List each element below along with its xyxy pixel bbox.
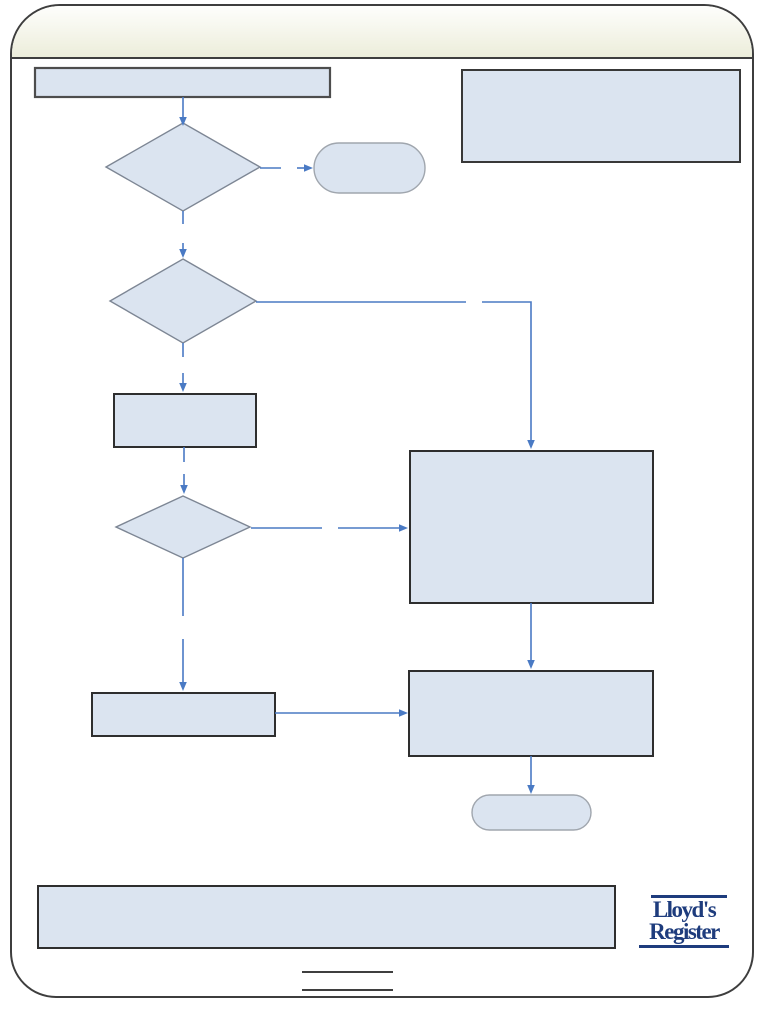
conn-process1-to-decision3-arrowhead (180, 485, 188, 494)
conn-start-to-decision1-arrowhead (179, 117, 187, 126)
decision-2 (108, 258, 258, 344)
logo-rule-top (651, 895, 727, 898)
process-4 (408, 670, 654, 757)
conn-decision2-to-process2 (482, 301, 532, 441)
terminator-1 (313, 142, 426, 194)
decision-1 (104, 122, 262, 212)
note-box (461, 69, 741, 163)
decision-3 (114, 495, 252, 559)
footer-bar (37, 885, 616, 949)
conn-decision1-to-terminator1-arrowhead (304, 164, 313, 172)
conn-decision1-to-decision2-arrowhead (179, 249, 187, 258)
terminator-2 (471, 794, 592, 831)
page-header-band (12, 6, 752, 59)
logo-rule-bottom (639, 944, 729, 948)
process-3 (91, 692, 276, 737)
conn-decision3-to-process3-arrowhead (179, 682, 187, 691)
lloyds-register-logo: Lloyd's Register (638, 895, 730, 948)
process-1 (113, 393, 257, 448)
conn-decision2-to-process2-arrowhead (527, 440, 535, 449)
conn-process3-to-process4-arrowhead (399, 709, 408, 717)
conn-process2-to-process4-arrowhead (527, 660, 535, 669)
process-2 (409, 450, 654, 604)
conn-decision3-to-process2-arrowhead (399, 524, 408, 532)
logo-text-line2: Register (649, 918, 720, 944)
conn-decision2-to-process1-arrowhead (179, 383, 187, 392)
start-bar (33, 66, 332, 99)
conn-process4-to-terminator2-arrowhead (527, 785, 535, 794)
logo-text-line1: Lloyd's (652, 897, 717, 922)
